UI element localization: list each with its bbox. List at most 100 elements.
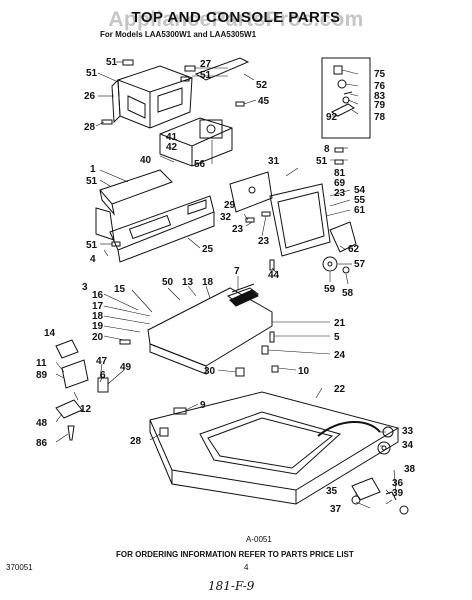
callout-label: 4 — [90, 254, 96, 265]
callout-label: 41 — [166, 132, 178, 143]
callout-label: 18 — [92, 311, 104, 322]
washer-top — [149, 391, 400, 505]
callout-label: 34 — [402, 440, 414, 451]
leader-lines — [55, 61, 397, 509]
callout-label: 26 — [84, 91, 96, 102]
callout-label: 54 — [354, 185, 366, 196]
callout-label: 3 — [82, 282, 88, 293]
inset-parts — [331, 65, 355, 117]
callout-label: 50 — [162, 277, 174, 288]
callout-label: 14 — [44, 328, 56, 339]
callout-label: 38 — [404, 464, 416, 475]
callout-label: 59 — [324, 284, 336, 295]
callout-label: 29 — [224, 200, 236, 211]
callout-label: 15 — [114, 284, 126, 295]
doc-number: 370051 — [6, 563, 33, 572]
lid-switch-assembly — [229, 171, 357, 257]
callout-label: 27 — [200, 59, 212, 70]
callout-label: 45 — [258, 96, 270, 107]
callout-label: 40 — [140, 155, 152, 166]
rear-panel — [194, 57, 250, 81]
callout-labels: 51 27 51 51 52 26 45 28 41 42 40 56 75 7… — [36, 57, 416, 515]
pulley — [322, 256, 350, 274]
callout-label: 48 — [36, 418, 48, 429]
callout-label: 23 — [334, 188, 346, 199]
callout-label: 39 — [392, 488, 404, 499]
drawing-id: A-0051 — [246, 535, 272, 544]
callout-label: 62 — [348, 244, 360, 255]
callout-label: 52 — [256, 80, 268, 91]
callout-label: 16 — [92, 290, 104, 301]
callout-label: 76 — [374, 81, 386, 92]
callout-label: 89 — [36, 370, 48, 381]
callout-label: 56 — [194, 159, 206, 170]
callout-label: 47 — [96, 356, 108, 367]
callout-label: 42 — [166, 142, 178, 153]
handwritten-note: 181-F-9 — [208, 579, 255, 593]
callout-label: 78 — [374, 112, 386, 123]
callout-label: 83 — [374, 91, 386, 102]
callout-label: 51 — [86, 68, 98, 79]
callout-label: 69 — [334, 178, 346, 189]
callout-label: 11 — [36, 358, 47, 369]
callout-label: 36 — [392, 478, 404, 489]
callout-label: 7 — [234, 266, 240, 277]
callout-label: 30 — [204, 366, 216, 377]
callout-label: 5 — [334, 332, 340, 343]
diagram-title: TOP AND CONSOLE PARTS — [131, 9, 341, 26]
callout-label: 23 — [258, 236, 270, 247]
callout-label: 19 — [92, 321, 104, 332]
callout-label: 51 — [86, 176, 98, 187]
callout-label: 58 — [342, 288, 354, 299]
callout-label: 37 — [330, 504, 342, 515]
callout-label: 79 — [374, 100, 386, 111]
callout-label: 10 — [298, 366, 310, 377]
callout-label: 51 — [316, 156, 328, 167]
timer-bracket — [159, 117, 233, 167]
callout-label: 51 — [86, 240, 98, 251]
top-panel — [147, 283, 273, 375]
callout-label: 18 — [202, 277, 214, 288]
callout-label: 86 — [36, 438, 48, 449]
callout-label: 61 — [354, 205, 366, 216]
callout-label: 22 — [334, 384, 346, 395]
callout-label: 51 — [200, 70, 212, 81]
console-front — [95, 195, 215, 263]
callout-label: 9 — [200, 400, 206, 411]
watermark: AppliancePartsPros.com — [108, 8, 364, 31]
callout-label: 75 — [374, 69, 386, 80]
callout-label: 49 — [120, 362, 132, 373]
screws — [101, 59, 344, 437]
ordering-info: FOR ORDERING INFORMATION REFER TO PARTS … — [116, 550, 354, 559]
callout-label: 51 — [106, 57, 118, 68]
callout-label: 35 — [326, 486, 338, 497]
callout-label: 6 — [100, 370, 106, 381]
models-line: For Models LAA5300W1 and LAA5305W1 — [100, 30, 257, 39]
hose — [317, 420, 381, 437]
lid-hinge-parts — [351, 426, 409, 515]
callout-label: 12 — [80, 404, 92, 415]
door-switch-block — [229, 289, 259, 307]
callout-label: 28 — [130, 436, 142, 447]
callout-label: 32 — [220, 212, 232, 223]
callout-label: 55 — [354, 195, 366, 206]
callout-label: 44 — [268, 270, 280, 281]
callout-label: 25 — [202, 244, 214, 255]
page-mark: 4 — [244, 563, 249, 572]
callout-label: 81 — [334, 168, 346, 179]
control-plate — [99, 169, 173, 216]
callout-label: 1 — [90, 164, 96, 175]
callout-label: 23 — [232, 224, 244, 235]
latch-parts — [55, 339, 109, 441]
callout-label: 92 — [326, 112, 338, 123]
callout-label: 57 — [354, 259, 366, 270]
inset-box — [321, 57, 371, 139]
callout-label: 17 — [92, 301, 104, 312]
callout-label: 8 — [324, 144, 330, 155]
callout-label: 13 — [182, 277, 194, 288]
console-back-housing — [111, 65, 193, 129]
callout-label: 33 — [402, 426, 414, 437]
callout-label: 28 — [84, 122, 96, 133]
callout-label: 20 — [92, 332, 104, 343]
